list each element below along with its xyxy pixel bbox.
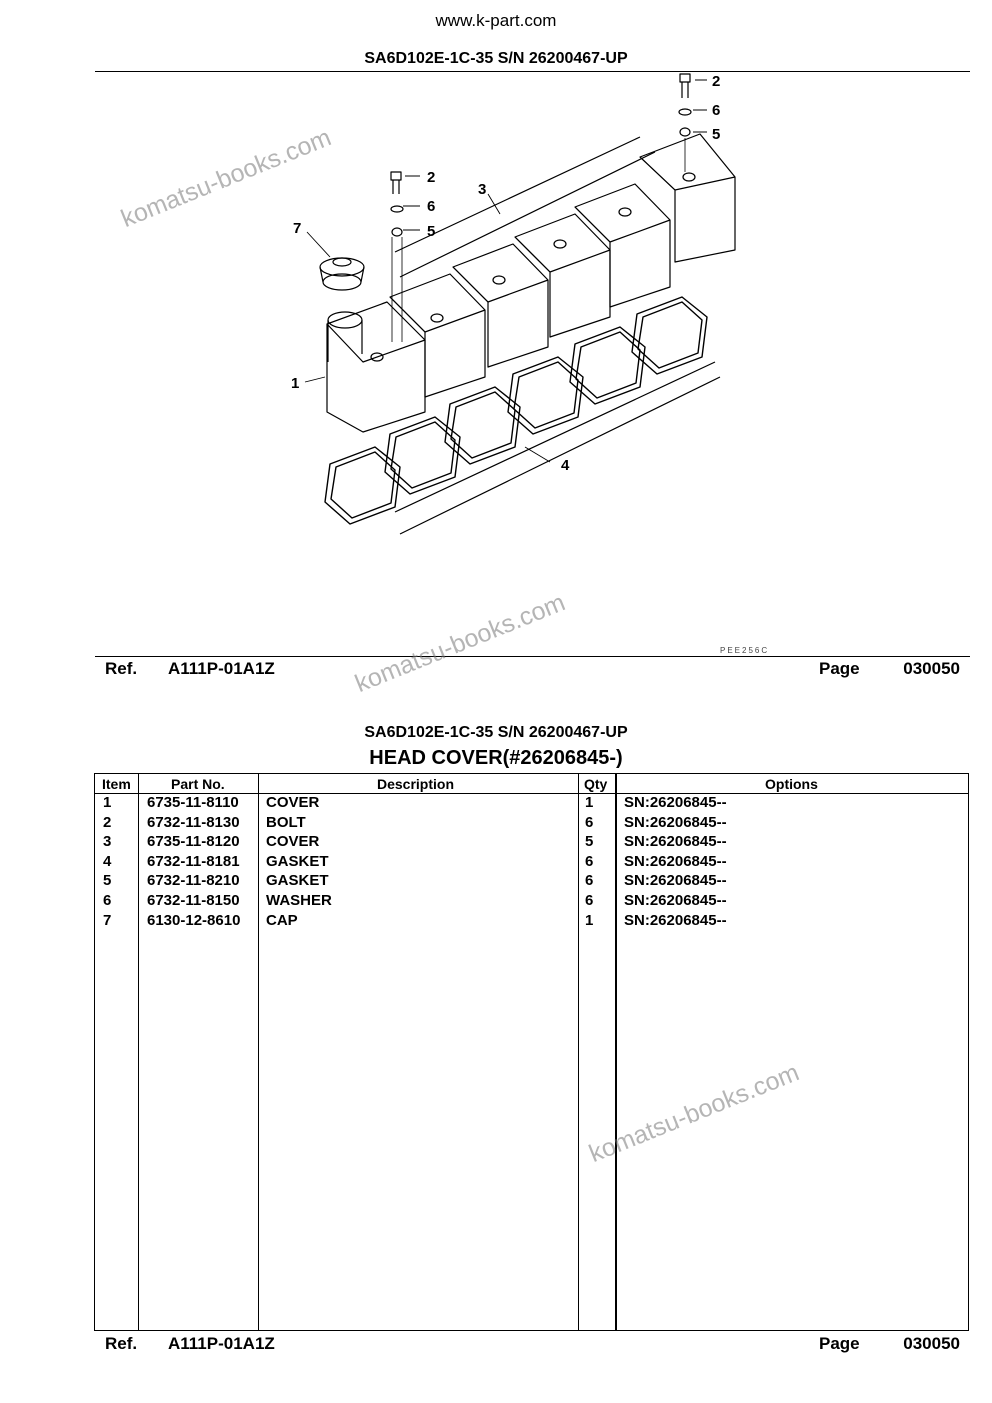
bolt-group-right: [678, 73, 692, 172]
page-label: Page: [819, 1334, 860, 1353]
table-row: 7 6130-12-8610 CAP 1 SN:26206845--: [103, 911, 727, 929]
parts-title: HEAD COVER(#26206845-): [369, 747, 623, 769]
page-value: 030050: [903, 1334, 960, 1353]
svg-text:5: 5: [427, 223, 435, 240]
svg-text:7: 7: [293, 220, 301, 237]
diagram-bottom-rule: [95, 656, 970, 657]
svg-text:6: 6: [427, 198, 435, 215]
table-row: 3 6735-11-8120 COVER 5 SN:26206845--: [103, 833, 727, 851]
col-item: Item: [102, 776, 131, 792]
table-row: 2 6732-11-8130 BOLT 6 SN:26206845--: [103, 813, 727, 831]
model-line-parts: SA6D102E-1C-35 S/N 26200467-UP: [364, 724, 628, 741]
ref-value: A111P-01A1Z: [168, 659, 275, 678]
svg-text:2: 2: [712, 73, 720, 90]
svg-text:2: 2: [427, 169, 435, 186]
cover-group: [389, 183, 671, 398]
ref-value: A111P-01A1Z: [168, 1334, 275, 1353]
site-url: www.k-part.com: [435, 11, 557, 30]
svg-text:4: 4: [561, 457, 570, 474]
page-label: Page: [819, 659, 860, 678]
parts-table: Item Part No. Description Qty Options 1 …: [94, 773, 969, 1331]
svg-text:1: 1: [291, 375, 299, 392]
table-row: 5 6732-11-8210 GASKET 6 SN:26206845--: [103, 872, 727, 890]
exploded-diagram: 2 6 5 2 6 5 3 7 1 4: [291, 73, 736, 535]
table-row: 4 6732-11-8181 GASKET 6 SN:26206845--: [103, 852, 727, 870]
svg-text:6: 6: [712, 102, 720, 119]
top-rule: [95, 71, 970, 72]
table-header: Item Part No. Description Qty Options: [95, 774, 968, 794]
ref-label: Ref.: [105, 659, 138, 678]
oil-cap: [319, 257, 365, 291]
svg-text:3: 3: [478, 181, 486, 198]
svg-text:5: 5: [712, 126, 720, 143]
ref-label: Ref.: [105, 1334, 138, 1353]
table-row: 1 6735-11-8110 COVER 1 SN:26206845--: [103, 794, 727, 811]
col-options: Options: [765, 776, 818, 792]
col-part-no: Part No.: [171, 776, 225, 792]
diagram-code: PEE256C: [720, 646, 770, 655]
col-qty: Qty: [584, 776, 608, 792]
bolt-group-left: [390, 171, 404, 342]
page-value: 030050: [903, 659, 960, 678]
model-line-top: SA6D102E-1C-35 S/N 26200467-UP: [364, 50, 628, 67]
table-row: 6 6732-11-8150 WASHER 6 SN:26206845--: [103, 892, 727, 909]
col-description: Description: [377, 776, 455, 792]
